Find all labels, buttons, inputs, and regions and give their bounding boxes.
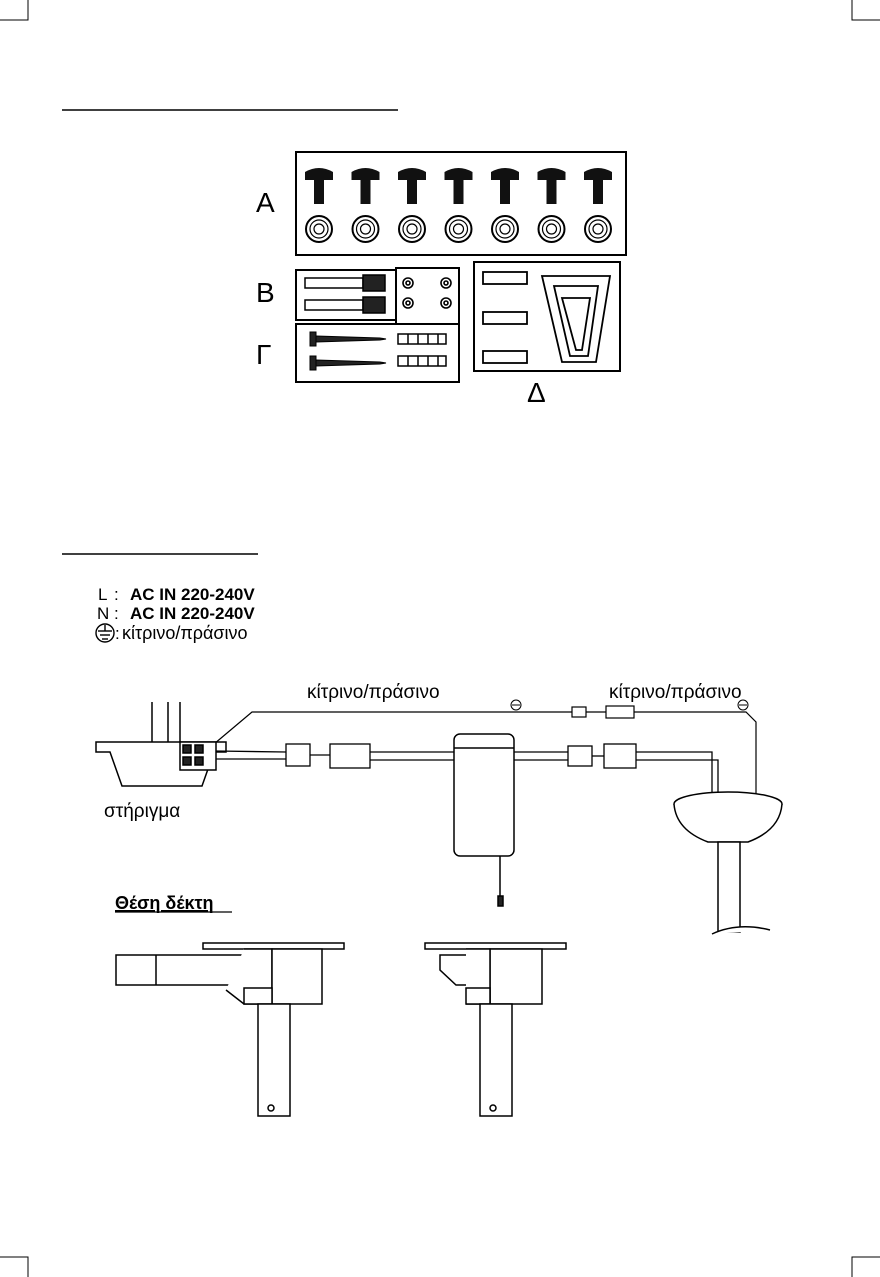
screw-icon (538, 168, 566, 204)
screw-icon (352, 168, 380, 204)
screw-icon (305, 168, 333, 204)
legend-value-ground: κίτρινο/πράσινο (122, 623, 248, 643)
legend-value-n: AC IN 220-240V (130, 604, 255, 623)
wire-label-right: κίτρινο/πράσινο (609, 682, 742, 703)
ground-symbol-icon (96, 624, 114, 642)
legend-key-n: N (97, 604, 109, 623)
receiver-position-right-diagram (425, 943, 566, 1116)
parts-label-b: Β (256, 277, 275, 308)
washer-icon (539, 216, 565, 242)
parts-box-nuts (396, 268, 459, 324)
screw-icon (445, 168, 473, 204)
svg-text::: : (114, 585, 119, 604)
wire-label-left: κίτρινο/πράσινο (307, 682, 440, 703)
connector-pair-icon (305, 275, 385, 313)
bracket-label: στήριγμα (104, 801, 180, 822)
washer-icon (353, 216, 379, 242)
legend-key-l: L (98, 585, 107, 604)
svg-text::: : (115, 624, 120, 643)
supply-wires (216, 744, 454, 768)
parts-box-g (296, 324, 459, 382)
legend-value-l: AC IN 220-240V (130, 585, 255, 604)
parts-label-d: Δ (527, 377, 546, 408)
fan-motor-icon (674, 792, 782, 934)
parts-label-a: Α (256, 187, 275, 218)
screw-row (305, 168, 612, 242)
washer-icon (306, 216, 332, 242)
screw-icon (398, 168, 426, 204)
wall-plug-icons (398, 334, 446, 366)
washer-icon (446, 216, 472, 242)
washer-icon (585, 216, 611, 242)
screw-icon (584, 168, 612, 204)
blade-bracket-icon (483, 272, 610, 363)
long-screw-icons (310, 332, 386, 370)
receiver-unit-icon (454, 734, 514, 906)
wiring-legend: L : AC IN 220-240V N : AC IN 220-240V : … (96, 585, 255, 643)
receiver-position-title: Θέση δέκτη (115, 893, 214, 913)
nut-icons (403, 278, 451, 308)
washer-icon (399, 216, 425, 242)
parts-diagram: Α Β Γ Δ (256, 152, 626, 408)
washer-icon (492, 216, 518, 242)
receiver-position-left-diagram (116, 943, 344, 1116)
parts-label-g: Γ (256, 339, 271, 370)
screw-icon (491, 168, 519, 204)
mounting-bracket-icon (96, 702, 226, 786)
svg-text::: : (114, 604, 119, 623)
motor-wires (514, 744, 718, 800)
